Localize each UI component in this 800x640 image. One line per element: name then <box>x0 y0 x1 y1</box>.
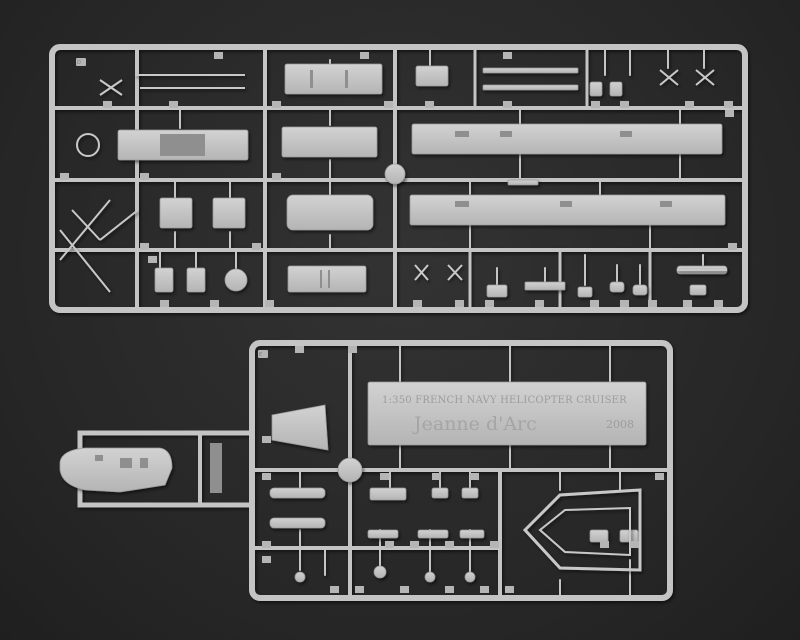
sprue-e-boat-frame <box>522 488 642 572</box>
sprue-e-letter: E <box>259 352 262 358</box>
sprue-d-number-tags <box>60 52 737 307</box>
sprue-e-parts <box>59 381 647 583</box>
sprue-e-number-tags <box>258 346 664 593</box>
sprue-d-fine-parts <box>59 69 727 293</box>
plate-year: 2008 <box>606 418 634 431</box>
sprue-e-details <box>95 443 222 493</box>
plate-ship-name: Jeanne d'Arc <box>412 413 537 435</box>
sprue-d-letter: D <box>77 60 81 66</box>
sprue-d-details <box>160 70 672 288</box>
plate-scale-title: 1:350 FRENCH NAVY HELICOPTER CRUISER <box>382 395 627 406</box>
